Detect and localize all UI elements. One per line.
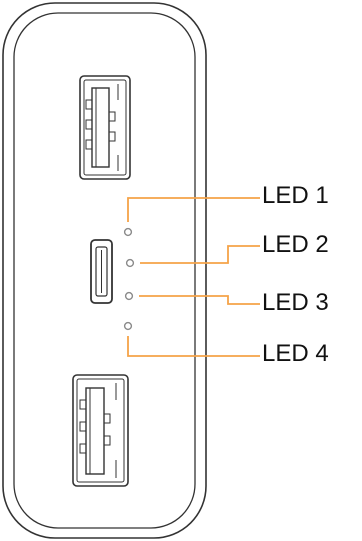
leader-line-led-4 bbox=[127, 336, 260, 357]
leader-line-led-1 bbox=[127, 197, 260, 222]
led-3-indicator bbox=[124, 291, 134, 301]
usb-a-port-bottom bbox=[72, 374, 129, 487]
device-body bbox=[2, 2, 207, 539]
device-outer-outline bbox=[2, 2, 207, 539]
led-1-indicator bbox=[123, 227, 133, 237]
led-2-indicator bbox=[125, 258, 135, 268]
device-inner-outline bbox=[13, 12, 196, 529]
led-indicators bbox=[123, 227, 135, 331]
micro-usb-port bbox=[90, 239, 113, 304]
led-4-label: LED 4 bbox=[262, 340, 329, 367]
leader-line-led-2 bbox=[140, 245, 260, 264]
led-4-indicator bbox=[123, 321, 133, 331]
led-3-label: LED 3 bbox=[262, 289, 329, 316]
leader-line-led-3 bbox=[139, 295, 260, 305]
leader-lines bbox=[127, 197, 260, 357]
led-2-label: LED 2 bbox=[262, 231, 329, 258]
led-1-label: LED 1 bbox=[262, 182, 329, 209]
usb-a-port-top bbox=[79, 75, 131, 180]
